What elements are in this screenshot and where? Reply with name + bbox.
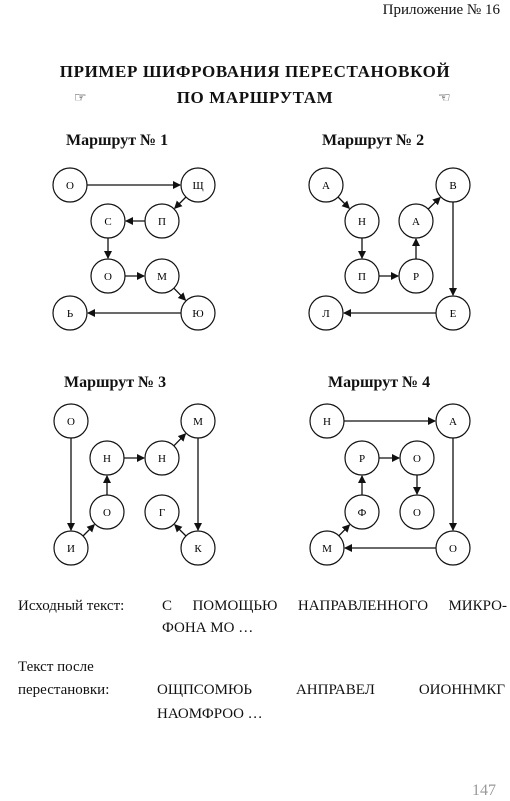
page-number: 147 — [472, 782, 496, 799]
route-3-node-label: О — [103, 507, 111, 519]
route-3-node-label: Н — [158, 453, 166, 465]
route-3-node-label: К — [194, 543, 202, 555]
route-3-node-circle — [144, 440, 180, 476]
route-3-node-label: Г — [159, 507, 165, 519]
route-4-graph: Н А О М Ф Р О О — [309, 403, 471, 566]
route-1-node-label: Ь — [67, 308, 73, 320]
route-2-node-circle — [398, 203, 434, 239]
route-4-node-label: О — [413, 453, 421, 465]
route-1-node-circle — [90, 258, 126, 294]
route-2-node-circle — [308, 167, 344, 203]
route-1-node-label: Щ — [192, 180, 203, 192]
route-2-node-label: Р — [413, 271, 419, 283]
route-3-node-label: И — [67, 543, 75, 555]
route-1-arrow — [174, 196, 187, 209]
route-3-node-circle — [89, 440, 125, 476]
route-3-node-label: О — [67, 416, 75, 428]
route-2-node-label: А — [412, 216, 420, 228]
route-3-node-circle — [89, 494, 125, 530]
route-1-graph: О Щ П С О М Ю Ь — [52, 167, 216, 331]
route-1-title: Маршрут № 1 — [66, 132, 169, 149]
route-1-node-label: П — [158, 216, 166, 228]
route-2-graph: А Н П Р А В Е Л — [308, 167, 471, 331]
route-4-node-label: Р — [359, 453, 365, 465]
route-4-node-label: Н — [323, 416, 331, 428]
route-4-node-label: А — [449, 416, 457, 428]
route-2-arrow — [427, 196, 441, 210]
route-4-node-circle — [344, 494, 380, 530]
route-4-node-label: М — [322, 543, 332, 555]
route-2-node-circle — [435, 167, 471, 203]
source-text-label: Исходный текст: — [18, 598, 125, 614]
route-1-node-label: С — [104, 216, 111, 228]
route-2-node-label: Н — [358, 216, 366, 228]
pointing-hand-right-icon: ☞ — [74, 91, 87, 106]
pointing-hand-left-icon: ☜ — [438, 91, 451, 106]
route-2-node-label: В — [449, 180, 456, 192]
route-4-node-circle — [435, 530, 471, 566]
route-2-node-circle — [308, 295, 344, 331]
route-1-node-label: О — [66, 180, 74, 192]
route-3-node-circle — [180, 530, 216, 566]
route-1-node-circle — [90, 203, 126, 239]
page-title-line2: ПО МАРШРУТАМ — [176, 88, 334, 107]
route-2-arrow — [337, 196, 350, 209]
route-4-node-label: Ф — [358, 507, 367, 519]
route-3-arrow — [174, 524, 187, 537]
route-3-node-circle — [53, 403, 89, 439]
route-4-node-circle — [399, 440, 435, 476]
result-label-line2: перестановки: — [18, 682, 110, 698]
route-4-title: Маршрут № 4 — [328, 374, 431, 391]
route-1-node-circle — [52, 167, 88, 203]
route-1-node-circle — [52, 295, 88, 331]
route-3-title: Маршрут № 3 — [64, 374, 167, 391]
route-4-node-circle — [344, 440, 380, 476]
result-text-line2: НАОМФРОО … — [157, 706, 263, 722]
route-3-node-circle — [180, 403, 216, 439]
route-2-node-circle — [435, 295, 471, 331]
route-1-node-circle — [180, 167, 216, 203]
page-title-line1: ПРИМЕР ШИФРОВАНИЯ ПЕРЕСТАНОВКОЙ — [59, 62, 451, 81]
route-3-arrow — [173, 433, 187, 447]
route-3-node-label: М — [193, 416, 203, 428]
route-1-node-circle — [144, 258, 180, 294]
route-4-node-label: О — [449, 543, 457, 555]
route-2-node-label: П — [358, 271, 366, 283]
route-3-node-circle — [53, 530, 89, 566]
route-4-node-label: О — [413, 507, 421, 519]
route-3-graph: О И О Н Н М К Г — [53, 403, 216, 566]
route-4-node-circle — [309, 530, 345, 566]
route-3-node-circle — [144, 494, 180, 530]
route-4-node-circle — [309, 403, 345, 439]
route-1-arrow — [173, 287, 187, 301]
route-1-node-circle — [180, 295, 216, 331]
route-1-node-circle — [144, 203, 180, 239]
route-2-node-circle — [398, 258, 434, 294]
route-1-node-label: Ю — [192, 308, 203, 320]
route-2-node-circle — [344, 203, 380, 239]
appendix-label: Приложение № 16 — [382, 2, 500, 18]
result-label-line1: Текст после — [18, 659, 94, 675]
route-4-node-circle — [435, 403, 471, 439]
route-4-node-circle — [399, 494, 435, 530]
route-2-node-label: Л — [322, 308, 330, 320]
route-1-node-label: М — [157, 271, 167, 283]
route-2-node-label: А — [322, 180, 330, 192]
source-text-line2: ФОНА МО … — [162, 620, 254, 636]
route-2-title: Маршрут № 2 — [322, 132, 425, 149]
route-2-node-label: Е — [450, 308, 457, 320]
source-text-line1: С ПОМОЩЬЮ НАПРАВЛЕННОГО МИКРО- — [162, 598, 507, 614]
result-text-line1: ОЩПСОМЮЬ АНПРАВЕЛ ОИОННМКГ — [157, 682, 505, 698]
route-3-arrow — [82, 524, 95, 537]
route-4-arrow — [338, 524, 351, 537]
route-2-node-circle — [344, 258, 380, 294]
route-3-node-label: Н — [103, 453, 111, 465]
route-1-node-label: О — [104, 271, 112, 283]
